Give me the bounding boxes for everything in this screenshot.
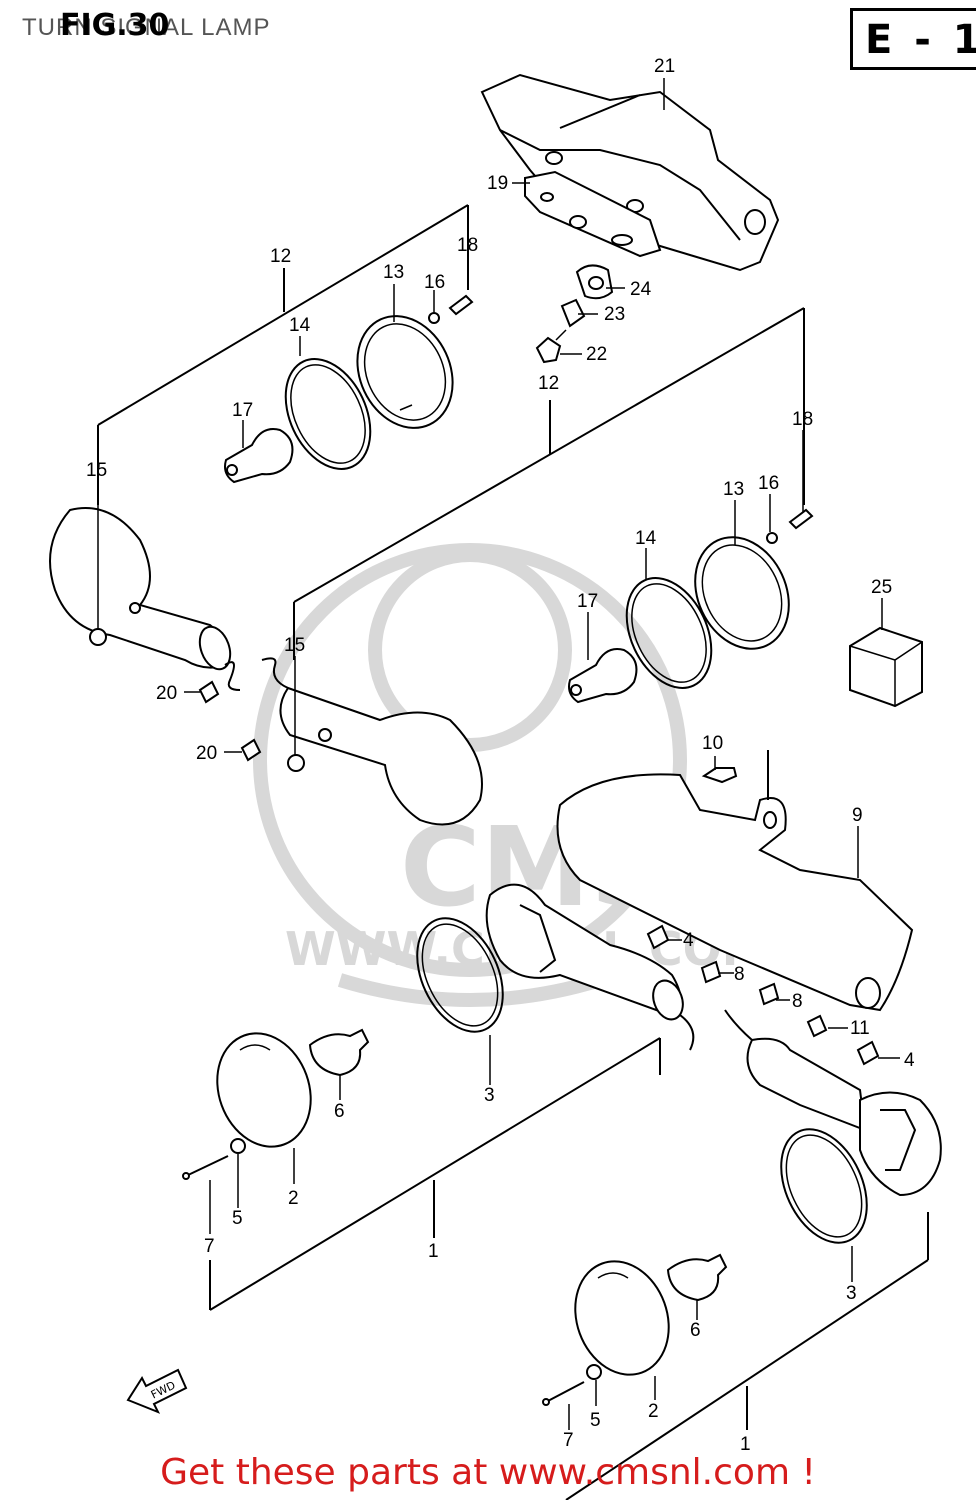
callout-13a: 13 [383, 262, 404, 283]
part-20-screw-a [198, 680, 220, 704]
part-18-screw-upper [448, 294, 474, 316]
signal-body-upper-left [49, 507, 241, 691]
callout-8a: 8 [734, 964, 745, 985]
callout-8b: 8 [792, 991, 803, 1012]
callout-23: 23 [604, 304, 625, 325]
signal-body-lower-right [724, 1009, 942, 1197]
callout-4b: 4 [904, 1050, 915, 1071]
part-17-bulb-upper [224, 428, 294, 484]
part-23-collar [560, 298, 586, 328]
part-3-gasket-a [416, 917, 504, 1033]
callout-16a: 16 [424, 272, 445, 293]
part-21-rear-housing [480, 73, 780, 272]
callout-20b: 20 [196, 743, 217, 764]
callout-22: 22 [586, 344, 607, 365]
part-4-screw-b [856, 1040, 880, 1066]
region-code: E - 1 [865, 17, 976, 63]
part-9-front-bracket [556, 773, 914, 1012]
callout-5b: 5 [590, 1410, 601, 1431]
callout-1a: 1 [428, 1241, 439, 1262]
part-8-screw-b [758, 982, 780, 1006]
callout-14a: 14 [289, 315, 311, 336]
callout-2b: 2 [648, 1401, 659, 1422]
part-11-screw [806, 1014, 828, 1038]
fwd-arrow: FWD [126, 1368, 188, 1414]
signal-body-lower-left [485, 883, 695, 1051]
callout-17b: 17 [577, 591, 598, 612]
part-5-washer-b [586, 1364, 602, 1380]
part-5-washer-a [230, 1138, 246, 1154]
figure-subtitle: TURN SIGNAL LAMP [22, 14, 271, 41]
footer-link-text[interactable]: Get these parts at www.cmsnl.com ! [160, 1452, 816, 1493]
callout-15a: 15 [86, 460, 107, 481]
part-2-lens-b [574, 1260, 670, 1376]
part-2-lens-a [216, 1032, 312, 1148]
part-6-bulb-b [666, 1253, 728, 1302]
callout-6a: 6 [334, 1101, 345, 1122]
callout-7a: 7 [204, 1236, 215, 1257]
part-3-gasket-b [780, 1128, 868, 1244]
callout-15b: 15 [284, 635, 305, 656]
callout-13b: 13 [723, 479, 744, 500]
callout-18b: 18 [792, 409, 813, 430]
leader-lines [97, 78, 900, 1430]
callout-9: 9 [852, 805, 863, 826]
callout-labels: 21 19 24 23 22 12 18 13 16 14 17 12 18 1… [86, 56, 915, 1455]
part-6-bulb-a [308, 1028, 370, 1077]
region-code-box: E - 1 [850, 8, 976, 70]
callout-10: 10 [702, 733, 723, 754]
callout-12a: 12 [270, 246, 291, 267]
callout-16b: 16 [758, 473, 779, 494]
part-14-gasket-upper [284, 358, 372, 470]
callout-17a: 17 [232, 400, 253, 421]
part-20-screw-b [240, 738, 262, 762]
part-13-lens-ring-upper [356, 315, 454, 429]
callout-20a: 20 [156, 683, 177, 704]
part-25-relay [849, 626, 923, 708]
upper-right-assembly-outline [293, 307, 805, 660]
callout-4a: 4 [683, 930, 694, 951]
part-13-lens-ring-right [694, 536, 790, 650]
callout-18a: 18 [457, 235, 478, 256]
part-22-screw [535, 329, 567, 364]
callout-19: 19 [487, 173, 508, 194]
signal-body-middle [261, 657, 483, 826]
callout-6b: 6 [690, 1320, 701, 1341]
callout-14b: 14 [635, 528, 657, 549]
part-7-screw-b [542, 1381, 585, 1406]
callout-11: 11 [850, 1018, 870, 1039]
callout-5a: 5 [232, 1208, 243, 1229]
callout-21: 21 [654, 56, 675, 77]
lower-assembly-outline [209, 1037, 929, 1500]
part-16-washer-upper [428, 312, 440, 324]
part-18-screw-right [788, 508, 814, 530]
part-24-grommet [575, 264, 614, 300]
part-14-gasket-right [625, 577, 713, 689]
callout-3b: 3 [846, 1283, 857, 1304]
callout-12b: 12 [538, 373, 559, 394]
callout-7b: 7 [563, 1430, 574, 1451]
part-17-bulb-right [568, 648, 638, 704]
callout-25: 25 [871, 577, 892, 598]
figure-number: FIG.30 [60, 8, 170, 43]
part-10-screw [701, 750, 769, 800]
part-7-screw-a [182, 1155, 229, 1180]
part-8-screw-a [700, 960, 722, 984]
callout-2a: 2 [288, 1188, 299, 1209]
callout-24: 24 [630, 279, 652, 300]
callout-1b: 1 [740, 1434, 751, 1455]
part-19-bracket [524, 170, 662, 258]
callout-3a: 3 [484, 1085, 495, 1106]
part-16-washer-right [766, 532, 778, 544]
